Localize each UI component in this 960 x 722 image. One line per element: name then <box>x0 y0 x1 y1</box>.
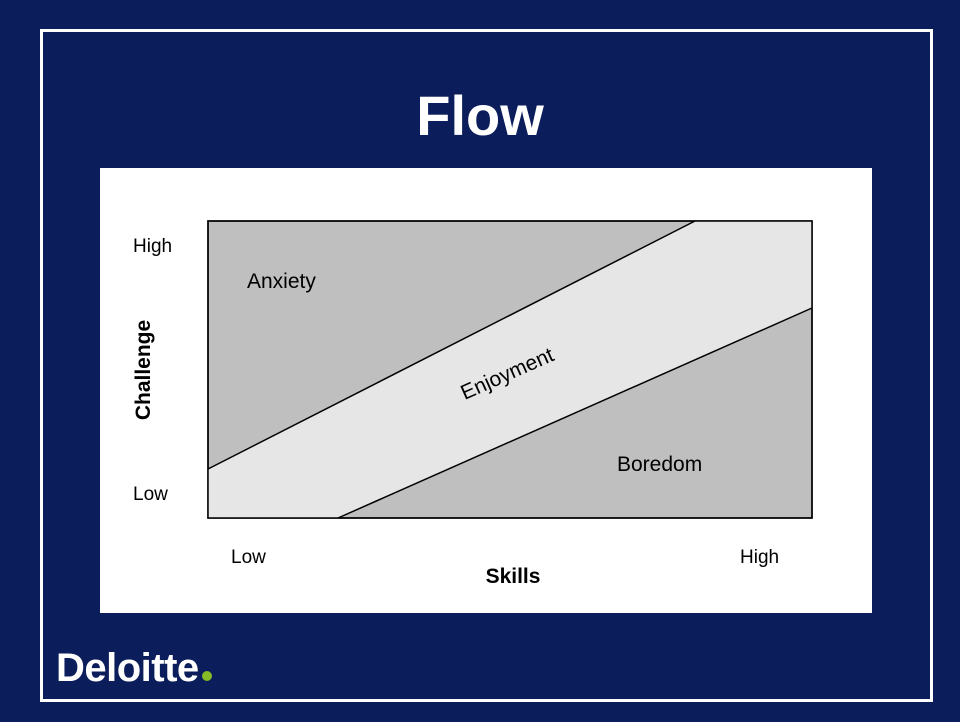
y-axis-high-label: High <box>133 236 172 257</box>
slide-title: Flow <box>416 84 544 147</box>
zone-label-anxiety: Anxiety <box>247 270 316 293</box>
flow-diagram: Anxiety Enjoyment Boredom High Low Chall… <box>132 220 813 588</box>
x-axis-low-label: Low <box>231 547 266 568</box>
enjoyment-band <box>208 221 812 518</box>
boredom-boundary-line <box>337 307 813 519</box>
anxiety-boundary-line <box>207 220 696 470</box>
x-axis-title: Skills <box>486 565 541 588</box>
y-axis-title: Challenge <box>132 320 155 420</box>
zone-label-boredom: Boredom <box>617 453 702 476</box>
plot-border <box>207 220 813 519</box>
x-axis-high-label: High <box>740 547 779 568</box>
logo-text: Deloitte <box>56 646 199 690</box>
y-axis-low-label: Low <box>133 484 168 505</box>
deloitte-logo: Deloitte <box>56 643 212 693</box>
logo-dot-icon <box>201 671 212 681</box>
diagram-panel: Anxiety Enjoyment Boredom High Low Chall… <box>100 168 872 613</box>
slide-frame <box>40 29 933 702</box>
